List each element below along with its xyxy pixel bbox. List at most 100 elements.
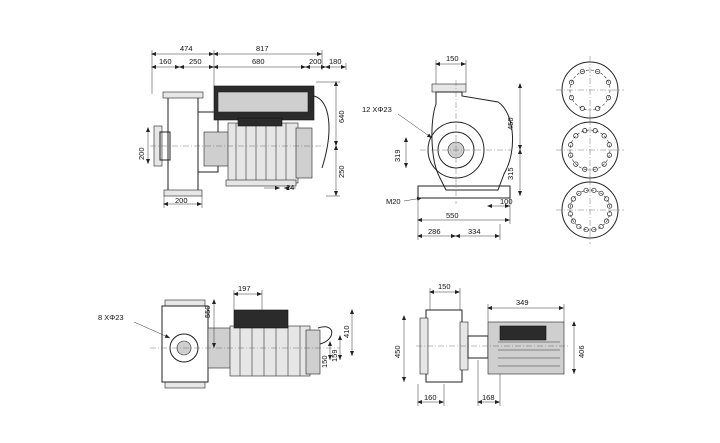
bolt-hole [568,79,575,85]
bolt-hole [583,187,589,193]
dim-150-front: 150 [446,54,459,63]
side-motor-body [227,122,299,184]
bolt-hole [582,128,588,134]
dim-250: 250 [189,57,202,66]
dim-200c: 200 [175,196,188,205]
bolt-hole [604,196,610,202]
dim-200a: 200 [309,57,322,66]
dim-168: 168 [482,393,495,402]
side-cable [313,95,330,169]
top-view: 197 550 410 159 150 8 XΦ23 [98,284,354,389]
dim-450-bottom: 450 [393,345,402,358]
bolt-hole [598,190,604,196]
dim-319: 319 [393,149,402,162]
bottom-drive-box [499,325,547,341]
side-top-flange [162,91,204,99]
dim-334: 334 [468,227,481,236]
dim-550-top: 550 [203,305,212,318]
top-upper-flange [164,299,206,307]
top-drive-box [233,309,289,329]
front-volute [431,91,514,191]
top-fan-cover [305,329,321,375]
dim-349: 349 [516,298,529,307]
bolt-hole [582,166,588,172]
holes-note-8: 8 XΦ23 [98,313,124,322]
bolt-hole [568,142,574,148]
dim-197: 197 [238,284,251,293]
bolt-hole [579,105,585,112]
bolt-hole [567,203,573,209]
side-terminal-box [237,117,283,127]
dim-160: 160 [159,57,172,66]
bolt-hole [591,227,597,233]
flange-views [556,56,624,244]
bolt-hole [592,166,598,172]
dim-315: 315 [506,167,515,180]
bolt-hole [573,133,579,139]
bolt-hole [598,224,604,230]
flange-8-holes [556,56,624,124]
bolt-hole [595,105,601,112]
side-coupling [203,131,231,167]
bolt-hole [601,133,607,139]
dim-160-bottom: 160 [424,393,437,402]
dim-550-front: 550 [446,211,459,220]
dim-817: 817 [256,44,269,53]
m20-label: M20 [386,197,401,206]
bottom-motor-fins [498,341,560,367]
bolt-hole [576,190,582,196]
bolt-hole [601,161,607,167]
dim-180: 180 [329,57,342,66]
bottom-view: 150 349 450 406 160 168 [393,282,586,406]
dim-100: 100 [500,197,513,206]
bolt-hole [579,68,585,75]
dim-286: 286 [428,227,441,236]
dim-406: 406 [577,345,586,358]
dim-200b: 200 [137,147,146,160]
dim-640: 640 [337,110,346,123]
front-base [417,185,511,199]
side-view: 474 817 160 250 680 200 180 640 250 200 … [137,44,347,208]
bolt-hole [607,211,613,217]
bolt-hole [605,79,612,85]
top-motor-fins [239,326,301,376]
side-base-flange [163,189,203,197]
dim-410: 410 [342,325,351,338]
side-pump-casing [167,93,199,195]
dim-24: 24 [286,183,294,192]
side-fan-cover [295,127,313,179]
bolt-hole [592,128,598,134]
bolt-hole [606,142,612,148]
bolt-hole [570,196,576,202]
dim-250b: 250 [337,165,346,178]
bolt-hole [595,68,601,75]
top-motor-body [229,325,311,377]
top-cable [317,326,333,345]
bolt-hole [605,95,612,101]
dim-450-front: 450 [506,117,515,130]
dim-159: 159 [330,349,339,362]
bolt-hole [573,161,579,167]
side-motor-fins [235,123,287,183]
bolt-hole [570,218,576,224]
bolt-hole [568,95,575,101]
dim-680: 680 [252,57,265,66]
top-lower-flange [164,381,206,389]
side-motor-feet [225,179,297,187]
dim-150-bottom: 150 [438,282,451,291]
dim-150-top: 150 [320,355,329,368]
bolt-hole [583,227,589,233]
flange-12-holes [556,116,624,184]
holes-note-12: 12 XΦ23 [362,105,392,114]
flange-16-holes [556,176,624,244]
bolt-hole [576,224,582,230]
bottom-shaft-housing [467,335,489,359]
bolt-hole [591,187,597,193]
front-discharge-flange [431,83,467,93]
bolt-hole [606,152,612,158]
front-view: 150 12 XΦ23 450 315 319 M20 550 100 286 … [362,54,522,240]
bolt-hole [567,211,573,217]
dim-474: 474 [180,44,193,53]
bolt-hole [607,203,613,209]
